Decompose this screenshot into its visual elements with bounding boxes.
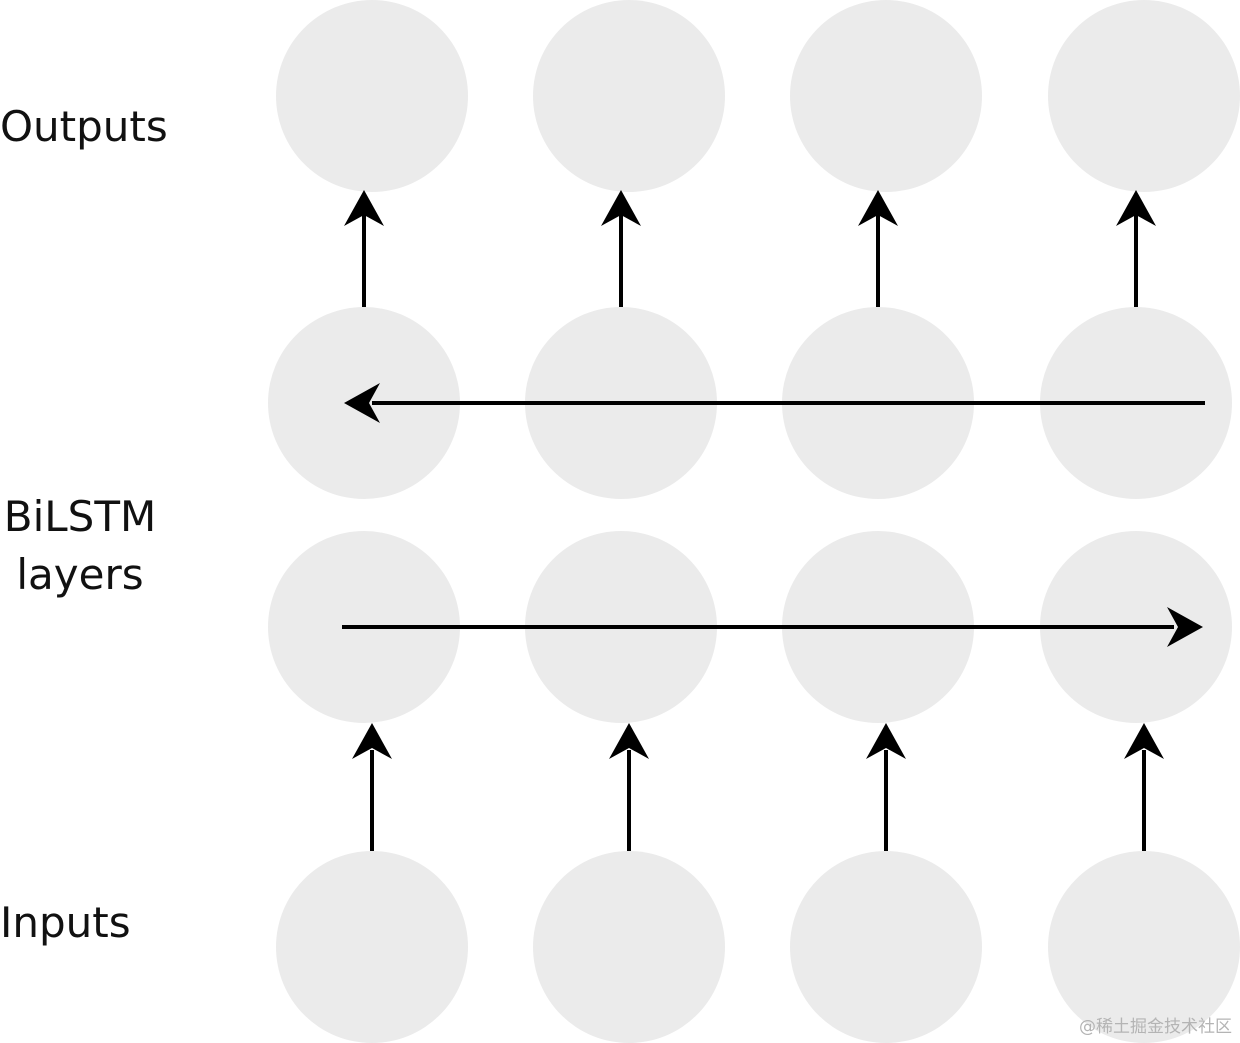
forward-arrowhead [1167, 607, 1203, 647]
output-arrowhead-3 [858, 190, 898, 226]
input-node-4 [1048, 851, 1240, 1043]
bilstm-layers-label: BiLSTM layers [0, 488, 160, 604]
input-arrowhead-2 [609, 723, 649, 759]
backward-arrowhead [344, 383, 380, 423]
output-node-2 [533, 0, 725, 192]
input-arrowhead-4 [1124, 723, 1164, 759]
inputs-label: Inputs [0, 898, 131, 947]
input-arrowhead-1 [352, 723, 392, 759]
bilstm-label-line1: BiLSTM [3, 492, 157, 541]
input-node-1 [276, 851, 468, 1043]
output-node-1 [276, 0, 468, 192]
output-arrowhead-2 [601, 190, 641, 226]
output-arrowhead-4 [1116, 190, 1156, 226]
input-node-3 [790, 851, 982, 1043]
input-node-2 [533, 851, 725, 1043]
bilstm-label-line2: layers [16, 550, 144, 599]
output-node-4 [1048, 0, 1240, 192]
input-arrowhead-3 [866, 723, 906, 759]
outputs-label: Outputs [0, 102, 168, 151]
output-arrowhead-1 [344, 190, 384, 226]
output-node-3 [790, 0, 982, 192]
watermark: @稀土掘金技术社区 [1079, 1017, 1232, 1037]
